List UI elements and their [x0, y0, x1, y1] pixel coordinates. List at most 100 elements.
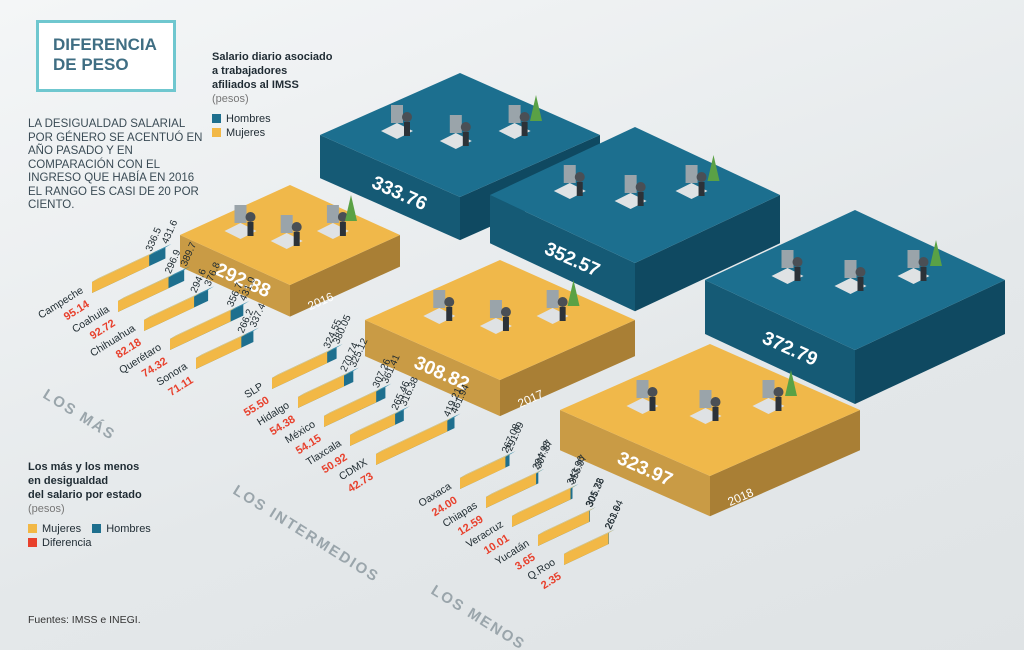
bar-mujeres	[196, 336, 242, 369]
bar-mujeres	[538, 510, 590, 546]
floor-side-left	[320, 135, 460, 241]
person-icon	[649, 397, 656, 411]
floors-legend-unit: (pesos)	[212, 93, 249, 105]
bar-mujeres	[298, 375, 344, 408]
floor-hombres-2018: 372.79	[705, 210, 1005, 404]
person-icon	[404, 122, 410, 136]
bar-mujeres-top	[298, 371, 350, 397]
plant-icon	[707, 155, 720, 181]
person-icon	[574, 172, 585, 182]
monitor-icon	[326, 205, 339, 223]
bar-mujeres-top	[564, 529, 615, 554]
bar-mujeres	[272, 352, 328, 389]
monitor-icon	[624, 175, 637, 193]
person-icon	[857, 277, 864, 291]
states-legend: Los más y los menos en desigualdad del s…	[28, 460, 159, 550]
person-icon	[291, 222, 302, 232]
monitor-icon	[546, 290, 559, 308]
floor-side-right	[635, 195, 780, 312]
bar-mujeres	[376, 420, 448, 465]
bar-mujeres	[564, 533, 609, 565]
monitor-icon	[762, 380, 775, 398]
bar-mujeres-top	[350, 410, 402, 435]
bar-mujeres	[460, 456, 506, 489]
states-legend-item-mujeres: Mujeres	[28, 522, 81, 536]
monitor-icon	[563, 165, 576, 183]
person-icon	[576, 182, 583, 196]
floor-side-right	[290, 235, 400, 317]
monitor-icon	[391, 105, 403, 123]
bar-mujeres	[144, 296, 195, 331]
states-legend-title: Los más y los menos en desigualdad del s…	[28, 461, 142, 501]
monitor-icon	[781, 250, 794, 268]
floor-top	[490, 127, 780, 263]
title-box: DIFERENCIA DE PESO	[36, 20, 176, 92]
person-icon	[792, 257, 803, 267]
bar-mujeres	[170, 310, 231, 350]
person-icon	[444, 297, 455, 307]
plant-icon	[930, 240, 942, 266]
person-icon	[698, 182, 705, 196]
person-icon	[920, 267, 927, 281]
floor-side-left	[560, 410, 710, 517]
bar-mujeres	[118, 277, 169, 312]
monitor-icon	[280, 215, 293, 233]
monitor-icon	[234, 205, 247, 223]
bar-mujeres	[350, 413, 396, 446]
bar-mujeres-top	[272, 348, 334, 378]
person-icon	[502, 317, 509, 331]
floor-top	[560, 344, 860, 476]
person-icon	[446, 307, 453, 321]
diferencia-swatch	[28, 538, 37, 547]
bar-mujeres	[92, 255, 150, 293]
bar-mujeres-top	[538, 507, 596, 535]
floor-side-right	[500, 320, 635, 417]
plant-icon	[567, 280, 580, 306]
monitor-icon	[636, 380, 649, 398]
floor-hombres-2017: 352.57	[490, 127, 780, 312]
bar-mujeres-top	[512, 484, 577, 516]
hombres-swatch	[92, 524, 102, 533]
bar-mujeres-top	[118, 273, 175, 301]
hombres-swatch	[212, 114, 221, 123]
person-icon	[557, 297, 568, 307]
office-decor	[224, 95, 942, 424]
bar-mujeres-top	[324, 387, 383, 416]
floors-legend-item-mujeres: Mujeres	[212, 126, 332, 140]
person-icon	[775, 397, 782, 411]
floor-side-left	[705, 280, 855, 404]
source-note: Fuentes: IMSS e INEGI.	[28, 614, 141, 626]
monitor-icon	[508, 105, 521, 123]
states-legend-label: Hombres	[106, 523, 151, 535]
states-legend-row1: Mujeres Hombres	[28, 522, 159, 536]
states-legend-row2: Diferencia	[28, 536, 159, 550]
bar-mujeres-top	[486, 469, 543, 497]
floors-legend: Salario diario asociado a trabajadores a…	[212, 50, 332, 140]
group-heading: LOS MÁS	[40, 386, 119, 444]
floors-legend-title: Salario diario asociado a trabajadores a…	[212, 51, 333, 91]
states-legend-unit: (pesos)	[28, 503, 65, 515]
person-icon	[519, 112, 530, 122]
person-icon	[293, 232, 300, 246]
monitor-icon	[844, 260, 857, 278]
floors-legend-label: Mujeres	[226, 127, 266, 139]
person-icon	[696, 172, 707, 182]
intro-text: LA DESIGUALDAD SALARIAL POR GÉNERO SE AC…	[28, 118, 203, 211]
bar-mujeres	[486, 473, 537, 508]
floor-side-right	[710, 410, 860, 517]
states-legend-item-diferencia: Diferencia	[28, 536, 92, 550]
person-icon	[460, 122, 471, 132]
mujeres-swatch	[28, 524, 37, 533]
bar-mujeres	[324, 391, 377, 427]
floor-side-left	[180, 235, 290, 317]
floors-legend-item-hombres: Hombres	[212, 112, 332, 126]
states-legend-label: Mujeres	[42, 523, 82, 535]
person-icon	[710, 397, 721, 407]
monitor-icon	[907, 250, 920, 268]
